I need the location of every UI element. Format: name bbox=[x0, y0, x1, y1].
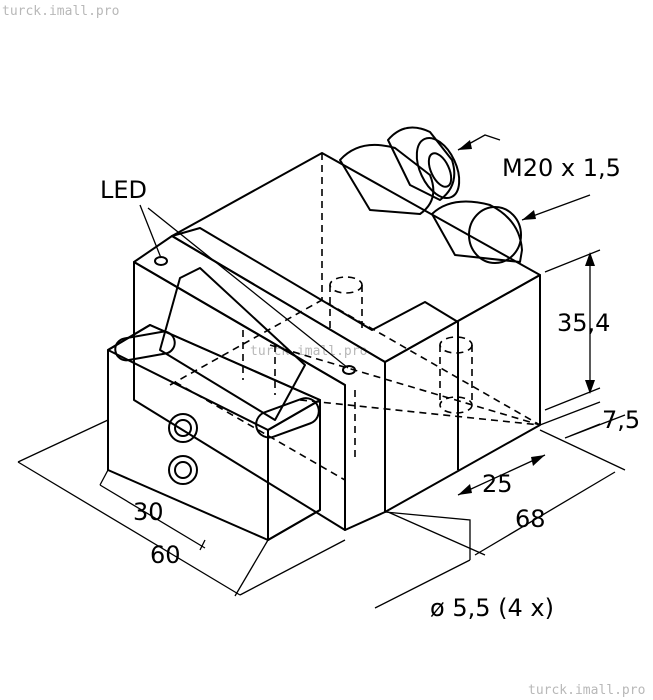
sensor-base-block bbox=[107, 235, 386, 541]
m20-connector-plug bbox=[387, 126, 461, 201]
label-height: 35,4 bbox=[557, 309, 610, 337]
label-dim-60: 60 bbox=[150, 541, 181, 569]
label-hole-diameter: ø 5,5 (4 x) bbox=[430, 594, 554, 622]
watermark-bottom-right: turck.imall.pro bbox=[528, 683, 645, 698]
label-led: LED bbox=[100, 176, 147, 204]
mounting-holes bbox=[168, 413, 198, 485]
dimension-lines bbox=[17, 134, 626, 609]
watermark-top-left: turck.imall.pro bbox=[2, 4, 119, 19]
label-dim-68: 68 bbox=[515, 505, 546, 533]
label-dim-25: 25 bbox=[482, 470, 513, 498]
label-depth-small: 7,5 bbox=[602, 406, 640, 434]
label-dim-30: 30 bbox=[133, 498, 164, 526]
label-thread: M20 x 1,5 bbox=[502, 154, 621, 182]
